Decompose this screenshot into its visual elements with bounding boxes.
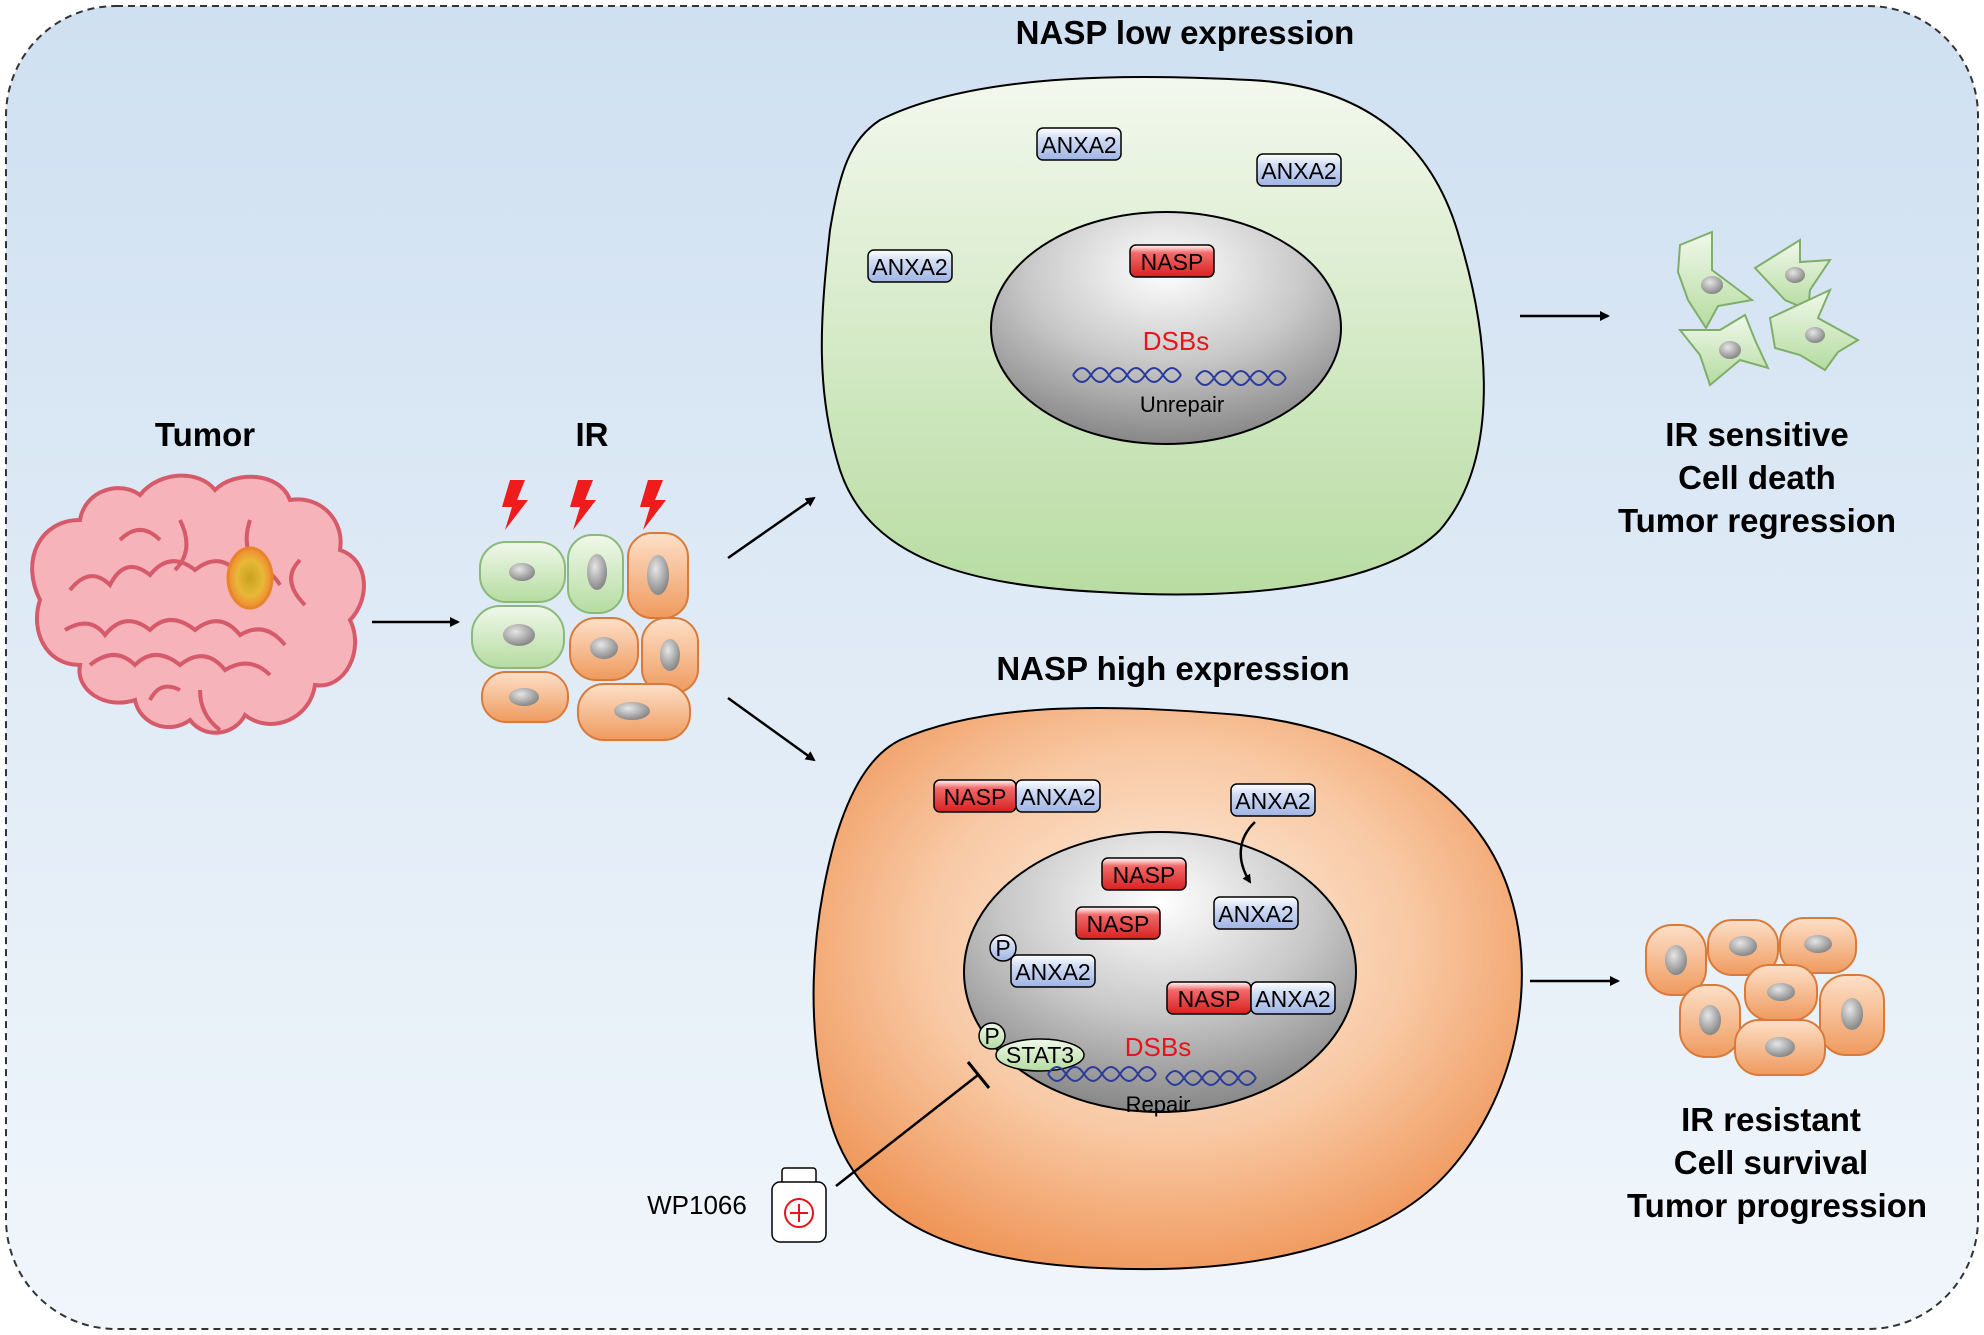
svg-text:ANXA2: ANXA2 [872,254,947,280]
arrow-to-high [727,696,816,762]
low-expression-title: NASP low expression [1016,14,1355,51]
anxa2-pill: ANXA2 [1213,896,1299,930]
low-nucleus [990,211,1342,445]
svg-text:P: P [984,1023,999,1049]
svg-text:NASP: NASP [1113,862,1176,888]
anxa2-pill: ANXA2 [1230,783,1316,817]
svg-text:NASP: NASP [1087,911,1150,937]
tumor-label: Tumor [155,416,255,453]
svg-text:ANXA2: ANXA2 [1261,158,1336,184]
nasp-pill: NASP [1075,906,1161,940]
svg-text:STAT3: STAT3 [1006,1042,1074,1068]
dying-cells-icon [1676,230,1861,387]
outcome-low-line-2: Cell death [1678,459,1836,496]
outcome-high-line-3: Tumor progression [1627,1187,1927,1224]
inhibition-bar [966,1061,991,1089]
svg-text:P: P [995,935,1010,961]
svg-text:ANXA2: ANXA2 [1020,784,1095,810]
dna-helix-icon [1047,1066,1257,1086]
svg-text:ANXA2: ANXA2 [1015,959,1090,985]
nasp-pill: NASP [1101,857,1187,891]
svg-text:ANXA2: ANXA2 [1041,132,1116,158]
inhibition-line [835,1074,979,1187]
svg-text:ANXA2: ANXA2 [1218,901,1293,927]
unrepair-label: Unrepair [1140,392,1224,417]
anxa2-pill: ANXA2 [1036,127,1122,161]
outcome-low-line-1: IR sensitive [1665,416,1848,453]
nasp-anxa2-complex: NASP ANXA2 [933,779,1101,813]
anxa2-pill: ANXA2 [867,249,953,283]
low-dsbs-label: DSBs [1143,326,1209,356]
nuclear-translocation-arrow [1239,821,1256,884]
ir-label: IR [576,416,609,453]
phospho-anxa2: ANXA2 P [989,934,1096,988]
svg-text:ANXA2: ANXA2 [1235,788,1310,814]
anxa2-pill: ANXA2 [1256,153,1342,187]
lightning-icons [502,480,666,530]
outcome-high-line-2: Cell survival [1674,1144,1868,1181]
phospho-stat3: STAT3 P [978,1022,1085,1072]
svg-text:NASP: NASP [1178,986,1241,1012]
irradiated-cell-cluster [471,532,699,741]
outcome-high-line-1: IR resistant [1681,1101,1861,1138]
dna-helix-icon [1072,367,1287,386]
repair-label: Repair [1126,1092,1191,1117]
arrow-to-low [727,496,816,560]
drug-label: WP1066 [647,1190,747,1220]
drug-bottle-icon [771,1167,827,1243]
high-expression-title: NASP high expression [996,650,1349,687]
nasp-pill: NASP [1129,244,1215,278]
svg-text:NASP: NASP [1141,249,1204,275]
outcome-low-line-3: Tumor regression [1618,502,1896,539]
high-dsbs-label: DSBs [1125,1032,1191,1062]
svg-text:ANXA2: ANXA2 [1255,986,1330,1012]
nasp-anxa2-complex: NASP ANXA2 [1166,981,1336,1015]
svg-text:NASP: NASP [944,784,1007,810]
surviving-cells-icon [1645,917,1885,1076]
brain-icon [30,473,366,735]
